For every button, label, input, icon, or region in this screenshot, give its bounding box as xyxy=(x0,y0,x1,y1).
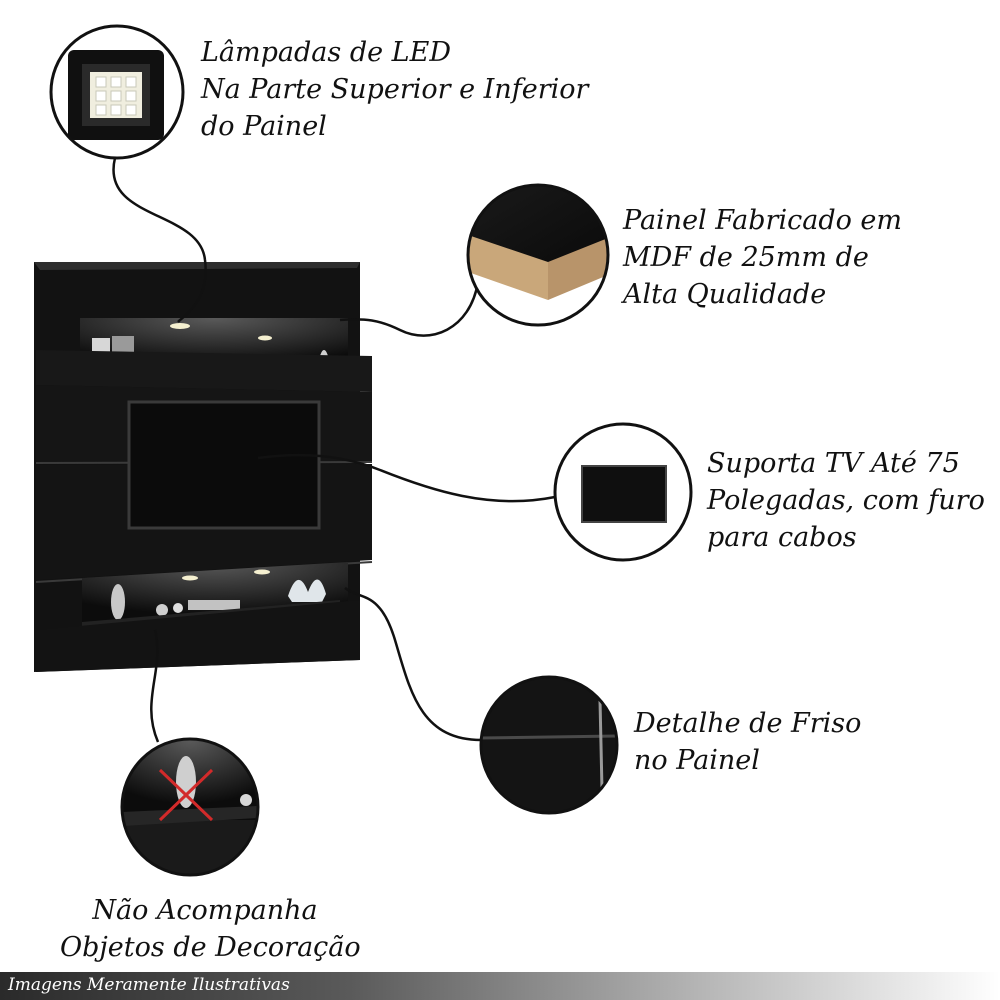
callout-decor-line-1: Não Acompanha xyxy=(92,895,318,926)
callout-mdf-line-2: MDF de 25mm de xyxy=(623,242,869,273)
panel-top-edge xyxy=(34,262,360,270)
footer-bar: Imagens Meramente Ilustrativas xyxy=(0,972,1000,1000)
connector-lines xyxy=(112,157,556,743)
callout-led-line-2: Na Parte Superior e Inferior xyxy=(201,74,589,105)
callout-tv-text: Suporta TV Até 75 Polegadas, com furo pa… xyxy=(707,445,985,556)
decor-bottle xyxy=(111,584,125,620)
decor-sphere-1 xyxy=(156,604,168,616)
callout-friso-line-1: Detalhe de Friso xyxy=(634,708,862,739)
callout-tv-line-3: para cabos xyxy=(707,522,857,553)
callout-led-text: Lâmpadas de LED Na Parte Superior e Infe… xyxy=(201,34,588,145)
callout-tv-line-2: Polegadas, com furo xyxy=(707,485,985,516)
decor-coral xyxy=(288,579,326,602)
zoom-decor xyxy=(120,737,260,877)
connector-decor xyxy=(150,629,160,743)
callout-led-line-1: Lâmpadas de LED xyxy=(201,37,451,68)
connector-led xyxy=(112,157,207,323)
led-light-bottom-2 xyxy=(254,569,270,575)
callout-decor-line-2: Objetos de Decoração xyxy=(60,932,361,963)
led-light-top-2 xyxy=(258,335,272,341)
top-shelf-board xyxy=(36,350,372,392)
led-light-bottom-1 xyxy=(182,575,198,581)
callout-mdf-line-1: Painel Fabricado em xyxy=(623,205,903,236)
connector-tv xyxy=(257,453,556,503)
callout-led-line-3: do Painel xyxy=(201,111,327,142)
board-base xyxy=(36,600,360,672)
zoom-mdf xyxy=(466,183,610,327)
led-light-top-1 xyxy=(170,323,190,329)
zoom-led xyxy=(49,24,185,160)
callout-friso-line-2: no Painel xyxy=(634,745,760,776)
dvd-player xyxy=(188,600,240,610)
callout-mdf-line-3: Alta Qualidade xyxy=(623,279,827,310)
connector-friso xyxy=(344,586,482,742)
zoom-tv xyxy=(553,422,693,562)
callout-mdf-text: Painel Fabricado em MDF de 25mm de Alta … xyxy=(623,202,902,313)
tv-screen xyxy=(127,400,321,530)
decor-sphere-2 xyxy=(173,603,183,613)
footer-disclaimer: Imagens Meramente Ilustrativas xyxy=(8,975,290,995)
callout-friso-text: Detalhe de Friso no Painel xyxy=(634,705,861,779)
connector-mdf xyxy=(339,281,480,337)
callout-decor-text: Não Acompanha Objetos de Decoração xyxy=(60,892,361,966)
zoom-friso xyxy=(479,675,619,815)
tv-panel xyxy=(34,262,373,672)
callout-tv-line-1: Suporta TV Até 75 xyxy=(707,448,960,479)
